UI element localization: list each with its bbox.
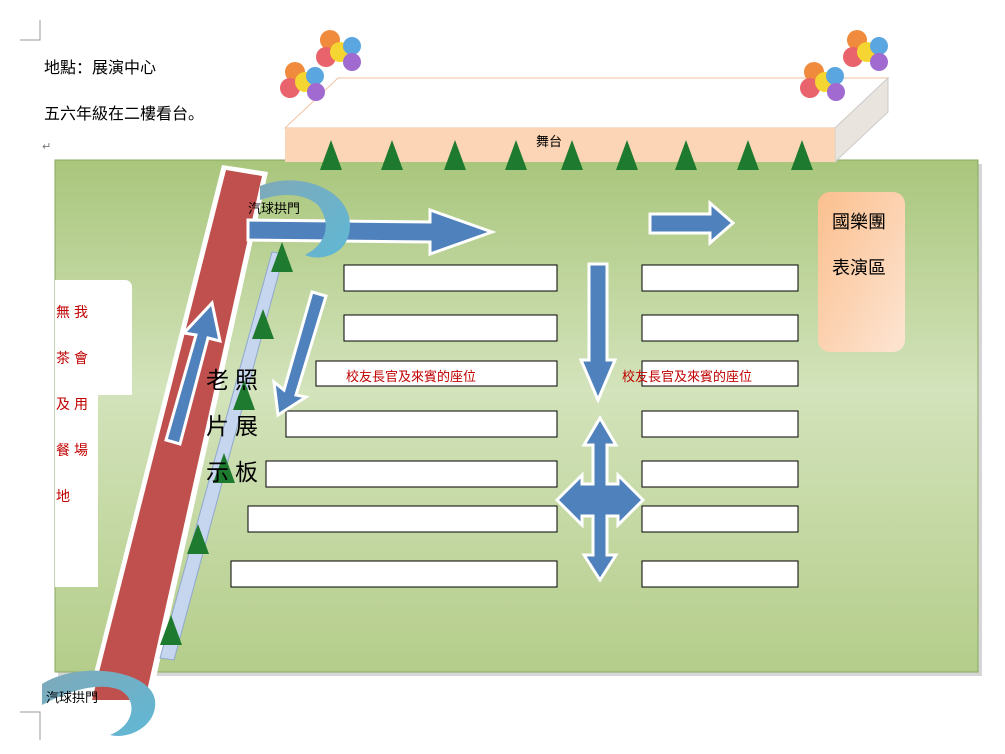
tree-icon: [444, 140, 466, 170]
tree-icon: [791, 140, 813, 170]
trees: [160, 140, 813, 645]
photo-board-label: 老照片展示板: [206, 368, 264, 486]
band-area-label: 國樂團表演區: [832, 212, 886, 279]
tree-icon: [160, 615, 182, 645]
arrow-up-icon: [164, 299, 222, 446]
tree-icon: [271, 242, 293, 272]
seat-row: [641, 560, 799, 588]
stage-top: [283, 77, 890, 129]
balloon-arch-top: [260, 180, 350, 258]
arrow-down-left-icon: [272, 290, 328, 418]
seat-row: [641, 264, 799, 292]
arch-bottom-label: 汽球拱門: [46, 691, 99, 706]
seat-row: [641, 460, 799, 488]
tree-icon: [187, 524, 209, 554]
seat-rows-left: [230, 264, 558, 588]
tree-icon: [381, 140, 403, 170]
seat-row: [641, 410, 799, 438]
page-corner-mark: [20, 20, 41, 41]
seat-row: [343, 314, 558, 342]
seat-row: [343, 264, 558, 292]
seat-row: [641, 360, 799, 387]
seat-row: [265, 460, 558, 488]
tree-icon: [616, 140, 638, 170]
four-way-arrow-icon: [554, 415, 646, 583]
tree-icon: [233, 380, 255, 410]
seat-label-left: 校友長官及來賓的座位: [346, 370, 477, 385]
tree-icon: [213, 453, 235, 483]
paragraph-mark: ↵: [42, 140, 52, 153]
seat-row: [285, 410, 558, 438]
arrow-right-icon: [246, 207, 497, 257]
seat-row: [641, 314, 799, 342]
seat-row: [247, 505, 558, 533]
balloons-left: [280, 30, 361, 101]
stage-label: 舞台: [536, 135, 563, 150]
seat-row: [641, 505, 799, 533]
tree-icon: [737, 140, 759, 170]
tree-icon: [320, 140, 342, 170]
balloon-arch-bottom: [42, 670, 156, 736]
tea-area-label: 無我茶會及用餐場地: [56, 305, 92, 505]
band-area-box: [818, 192, 905, 352]
arrow-right-icon: [648, 199, 736, 247]
location-line[interactable]: 地點：展演中心: [44, 58, 157, 77]
tea-area-box: [55, 280, 132, 587]
seat-row: [315, 360, 558, 387]
seat-rows-right: [641, 264, 799, 588]
tree-icon: [675, 140, 697, 170]
balloons-right: [800, 30, 888, 101]
page-corner-mark: [20, 711, 41, 740]
seat-row: [230, 560, 558, 588]
arrow-down-icon: [578, 262, 618, 404]
tree-icon: [252, 309, 274, 339]
note-line[interactable]: 五六年級在二樓看台。: [44, 104, 205, 123]
tree-icon: [505, 140, 527, 170]
tree-icon: [561, 140, 583, 170]
arch-top-label: 汽球拱門: [248, 202, 301, 217]
seat-label-right: 校友長官及來賓的座位: [622, 370, 753, 385]
